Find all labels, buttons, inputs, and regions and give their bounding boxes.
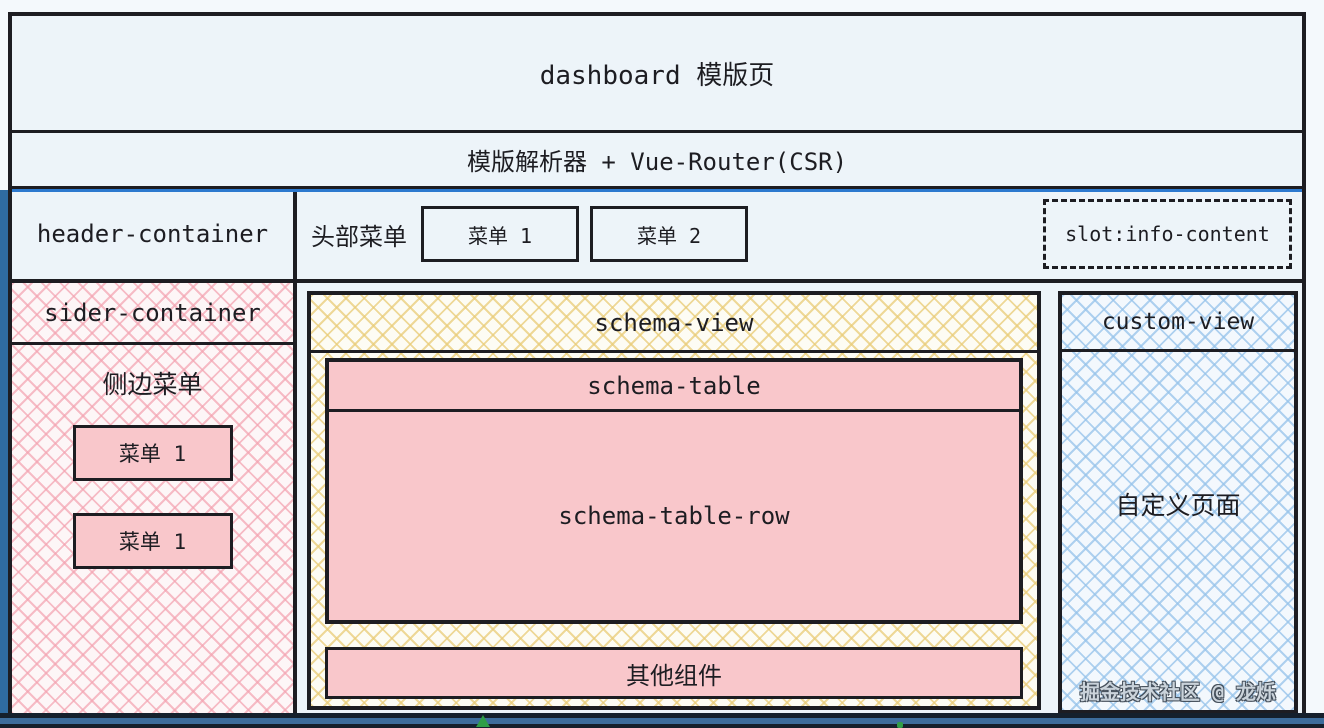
header-menu-item-2: 菜单 2 — [590, 206, 748, 262]
main-row: sider-container 侧边菜单 菜单 1 菜单 1 schema-vi… — [12, 283, 1302, 714]
header-row: header-container 头部菜单 菜单 1 菜单 2 slot:inf… — [12, 189, 1302, 283]
header-menu-title: 头部菜单 — [311, 222, 407, 251]
bottom-crop-bar-stripe — [0, 718, 1324, 724]
sider-container: sider-container 侧边菜单 菜单 1 菜单 1 — [12, 283, 297, 714]
header-menu-item-1: 菜单 1 — [421, 206, 579, 262]
sider-container-label: sider-container — [12, 283, 293, 345]
header-container-label: header-container — [12, 189, 297, 279]
schema-table-box: schema-table schema-table-row — [325, 358, 1023, 624]
schema-view-box: schema-view schema-table schema-table-ro… — [307, 291, 1041, 710]
custom-page-label: 自定义页面 — [1115, 490, 1241, 520]
green-dot-marker — [897, 722, 903, 728]
schema-table-label: schema-table — [329, 362, 1019, 412]
slot-info-content-box: slot:info-content — [1043, 199, 1292, 269]
custom-view-label: custom-view — [1062, 295, 1294, 352]
parser-row-label: 模版解析器 + Vue-Router(CSR) — [12, 133, 1302, 189]
custom-view-box: custom-view 自定义页面 掘金技术社区 @ 龙烁 — [1058, 291, 1298, 714]
schema-view-label: schema-view — [311, 295, 1037, 353]
diagram-title: dashboard 模版页 — [12, 16, 1302, 133]
other-components-box: 其他组件 — [325, 647, 1023, 699]
green-arrow-marker — [476, 715, 490, 727]
selection-left-edge — [0, 190, 8, 728]
watermark-text: 掘金技术社区 @ 龙烁 — [1079, 680, 1277, 704]
header-menu-area: 头部菜单 菜单 1 菜单 2 slot:info-content — [297, 189, 1302, 279]
bottom-crop-bar — [0, 713, 1324, 728]
sider-menu-item-1: 菜单 1 — [72, 425, 233, 481]
sider-menu-title: 侧边菜单 — [102, 370, 203, 399]
sider-menu-item-2: 菜单 1 — [72, 513, 233, 569]
schema-view-body: schema-table schema-table-row 其他组件 — [311, 353, 1037, 712]
right-column: custom-view 自定义页面 掘金技术社区 @ 龙烁 — [1051, 283, 1302, 714]
center-column: schema-view schema-table schema-table-ro… — [297, 283, 1051, 714]
diagram-outer-frame: dashboard 模版页 模版解析器 + Vue-Router(CSR) he… — [8, 12, 1306, 718]
schema-table-row-label: schema-table-row — [558, 502, 790, 530]
